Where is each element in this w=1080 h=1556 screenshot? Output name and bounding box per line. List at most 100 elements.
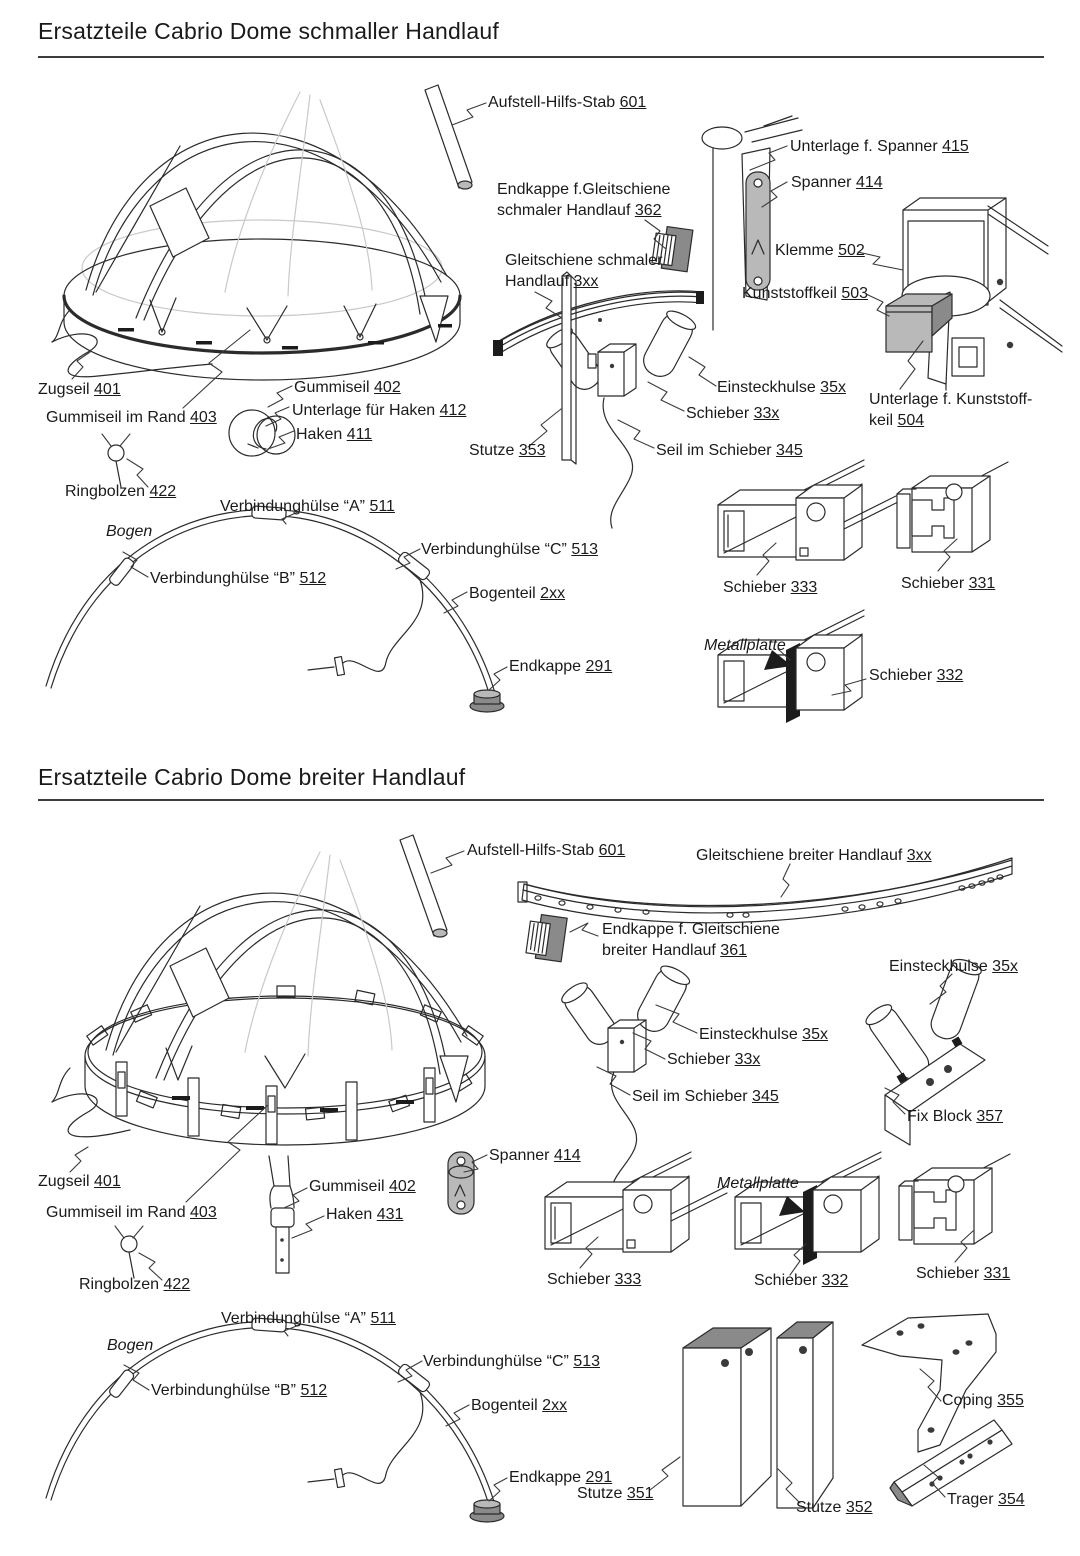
label-aufstell-hilfs-stab-601-text: Aufstell-Hilfs-Stab xyxy=(488,94,620,111)
label-verbindunghuelse-c-513-number: 513 xyxy=(573,1353,601,1370)
label-metallplatte-text: Metallplatte xyxy=(717,1175,799,1192)
label-verbindunghuelse-c-513: Verbindunghülse “C” 513 xyxy=(421,539,598,560)
label-einsteckhulse-35x: Einsteckhulse 35x xyxy=(717,377,846,398)
leader-lines-section-1 xyxy=(71,102,958,696)
schieber-333-drawing-1 xyxy=(717,459,901,561)
spanner-assembly-drawing-1 xyxy=(701,115,803,331)
ringbolzen-icon-2 xyxy=(114,1225,144,1279)
label-verbindunghuelse-b-512-text: Verbindunghülse “B” xyxy=(151,1382,301,1399)
label-schieber-331-number: 331 xyxy=(983,1265,1011,1282)
label-schieber-333-text: Schieber xyxy=(547,1271,615,1288)
label-bogen-text: Bogen xyxy=(107,1337,154,1354)
spanner-drawing-2 xyxy=(447,1151,475,1215)
haken-detail-drawing-1 xyxy=(228,409,296,457)
label-endkappe-291-text: Endkappe xyxy=(509,1469,586,1486)
label-spanner-414-number: 414 xyxy=(553,1147,581,1164)
label-verbindunghuelse-a-511-number: 511 xyxy=(370,1310,396,1327)
label-stutze-353-number: 353 xyxy=(518,442,546,459)
label-seil-im-schieber-345-number: 345 xyxy=(776,442,803,459)
label-endkappe-362-number: 362 xyxy=(634,202,662,219)
label-unterlage-f-kunststoffkeil-504-text: Unterlage f. Kunststoff- keil xyxy=(869,391,1033,429)
label-aufstell-hilfs-stab-601: Aufstell-Hilfs-Stab 601 xyxy=(488,92,646,113)
label-stutze-353: Stutze 353 xyxy=(469,440,546,461)
ringbolzen-icon-1 xyxy=(101,433,131,488)
label-gleitschiene-breiter-3xx-number: 3xx xyxy=(906,847,932,864)
endkappe-gleitschiene-362-drawing xyxy=(651,225,694,273)
label-coping-355-number: 355 xyxy=(997,1392,1024,1409)
label-gummiseil-402-text: Gummiseil xyxy=(294,379,375,396)
label-stutze-351-text: Stutze xyxy=(577,1485,627,1502)
label-endkappe-361-text: Endkappe f. Gleitschiene breiter Handlau… xyxy=(602,921,780,959)
label-stutze-351: Stutze 351 xyxy=(577,1483,654,1504)
label-metallplatte-text: Metallplatte xyxy=(704,637,786,654)
einsteck-assembly-drawing-2 xyxy=(561,965,691,1199)
label-fix-block-357: Fix Block 357 xyxy=(907,1106,1003,1127)
label-stutze-352-text: Stutze xyxy=(796,1499,846,1516)
label-bogen: Bogen xyxy=(106,521,152,542)
label-schieber-333-text: Schieber xyxy=(723,579,791,596)
label-haken-431-text: Haken xyxy=(326,1206,377,1223)
label-schieber-332: Schieber 332 xyxy=(869,665,963,686)
label-gummiseil-im-rand-403-text: Gummiseil im Rand xyxy=(46,409,191,426)
label-schieber-333: Schieber 333 xyxy=(547,1269,641,1290)
label-einsteckhulse-35x-number: 35x xyxy=(820,379,846,396)
section1-title: Ersatzteile Cabrio Dome schmaller Handla… xyxy=(38,18,499,44)
label-spanner-414-text: Spanner xyxy=(489,1147,554,1164)
label-unterlage-f-spanner-415: Unterlage f. Spanner 415 xyxy=(790,136,969,157)
label-verbindunghuelse-a-511-text: Verbindunghülse “A” xyxy=(221,1310,371,1327)
label-unterlage-fuer-haken-412: Unterlage für Haken 412 xyxy=(292,400,466,421)
dome-drawing-narrow xyxy=(51,91,462,381)
label-trager-354: Trager 354 xyxy=(947,1489,1025,1510)
aufstell-stab-drawing-2 xyxy=(399,834,448,938)
schieber-332-drawing-2 xyxy=(734,1151,882,1265)
section2-title: Ersatzteile Cabrio Dome breiter Handlauf xyxy=(38,764,466,790)
label-zugseil-401-text: Zugseil xyxy=(38,1173,95,1190)
label-gummiseil-402: Gummiseil 402 xyxy=(294,377,401,398)
label-schieber-331-text: Schieber xyxy=(916,1265,984,1282)
label-metallplatte: Metallplatte xyxy=(717,1173,799,1194)
label-gummiseil-402-text: Gummiseil xyxy=(309,1178,390,1195)
label-ringbolzen-422-text: Ringbolzen xyxy=(79,1276,164,1293)
label-endkappe-291-text: Endkappe xyxy=(509,658,586,675)
dome-drawing-wide xyxy=(51,851,486,1146)
label-stutze-353-text: Stutze xyxy=(469,442,519,459)
label-aufstell-hilfs-stab-601: Aufstell-Hilfs-Stab 601 xyxy=(467,840,625,861)
label-haken-431: Haken 431 xyxy=(326,1204,403,1225)
label-ringbolzen-422-number: 422 xyxy=(149,483,177,500)
label-gummiseil-im-rand-403-number: 403 xyxy=(190,409,217,426)
label-verbindunghuelse-c-513-text: Verbindunghülse “C” xyxy=(423,1353,574,1370)
label-gleitschiene-3xx-number: 3xx xyxy=(573,273,599,290)
label-schieber-332-number: 332 xyxy=(821,1272,849,1289)
schieber-332-drawing-1 xyxy=(717,609,865,723)
label-gummiseil-im-rand-403-text: Gummiseil im Rand xyxy=(46,1204,191,1221)
label-verbindunghuelse-b-512-text: Verbindunghülse “B” xyxy=(150,570,300,587)
label-schieber-33x: Schieber 33x xyxy=(667,1049,760,1070)
label-schieber-331: Schieber 331 xyxy=(916,1263,1010,1284)
section2-rule xyxy=(38,799,1044,801)
label-verbindunghuelse-b-512: Verbindunghülse “B” 512 xyxy=(150,568,326,589)
label-endkappe-362-text: Endkappe f.Gleitschiene schmaler Handlau… xyxy=(497,181,671,219)
label-einsteckhulse-35x-left-number: 35x xyxy=(802,1026,828,1043)
label-zugseil-401: Zugseil 401 xyxy=(38,379,121,400)
label-kunststoffkeil-503-text: Kunststoffkeil xyxy=(742,285,842,302)
label-klemme-502-text: Klemme xyxy=(775,242,839,259)
label-coping-355: Coping 355 xyxy=(942,1390,1024,1411)
label-einsteckhulse-35x-right-number: 35x xyxy=(992,958,1018,975)
label-bogenteil-2xx: Bogenteil 2xx xyxy=(471,1395,567,1416)
label-gummiseil-im-rand-403-number: 403 xyxy=(190,1204,217,1221)
stutze-352-drawing xyxy=(776,1321,834,1509)
label-spanner-414-text: Spanner xyxy=(791,174,856,191)
label-unterlage-f-spanner-415-number: 415 xyxy=(942,138,969,155)
label-schieber-33x-number: 33x xyxy=(753,405,780,422)
label-schieber-333: Schieber 333 xyxy=(723,577,817,598)
coping-drawing xyxy=(861,1313,997,1453)
label-metallplatte: Metallplatte xyxy=(704,635,786,656)
label-seil-im-schieber-345: Seil im Schieber 345 xyxy=(656,440,803,461)
label-haken-431-number: 431 xyxy=(376,1206,404,1223)
label-zugseil-401-text: Zugseil xyxy=(38,381,95,398)
label-fix-block-357-text: Fix Block xyxy=(907,1108,977,1125)
label-verbindunghuelse-c-513-number: 513 xyxy=(571,541,599,558)
label-verbindunghuelse-a-511-number: 511 xyxy=(369,498,395,515)
stutze-353-drawing xyxy=(561,271,577,465)
